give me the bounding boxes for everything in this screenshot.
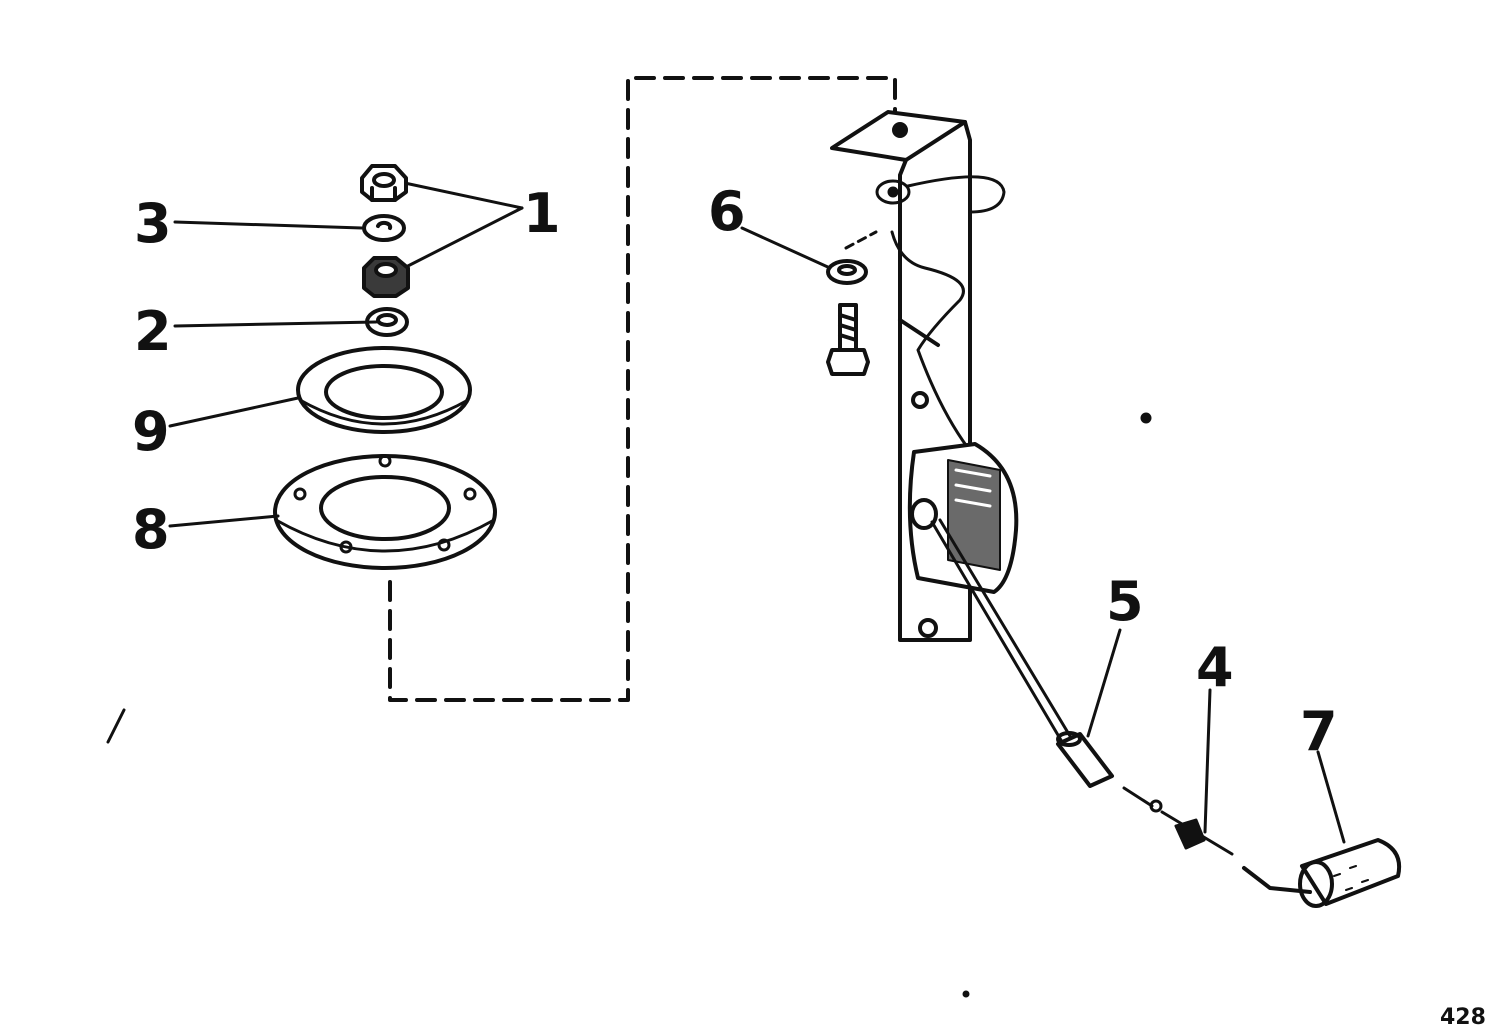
flat-washer	[365, 307, 409, 337]
lock-washer	[362, 214, 406, 242]
leader-3	[173, 220, 364, 230]
callout-1: 1	[523, 182, 561, 245]
plate-bolt-holes	[293, 454, 477, 554]
callout-5: 5	[1106, 570, 1144, 633]
scan-specks	[106, 412, 1152, 998]
figure-number: 428	[1440, 1005, 1486, 1029]
float-arm	[930, 518, 1078, 754]
screw-washer	[826, 259, 868, 285]
leader-7	[1316, 750, 1346, 844]
leader-1-bottom	[398, 206, 524, 272]
mounting-plate	[273, 454, 497, 570]
callout-3: 3	[134, 192, 172, 255]
callout-9: 9	[132, 400, 170, 463]
ground-wire	[875, 175, 1006, 450]
hex-nut-top	[360, 164, 408, 202]
hex-nut-bottom	[362, 256, 410, 298]
leader-2	[173, 320, 378, 328]
leader-8	[168, 514, 280, 528]
leader-5	[1086, 628, 1122, 738]
leader-1-top	[398, 180, 524, 210]
callout-8: 8	[132, 498, 170, 561]
sender-unit	[907, 442, 1019, 594]
leader-6	[740, 226, 832, 270]
callout-4: 4	[1196, 636, 1234, 699]
arm-retainer	[1122, 786, 1234, 856]
arm-sleeve	[1056, 731, 1114, 788]
callout-labels: 1 2 3 4 5 6 7 8 9	[132, 180, 1338, 763]
callout-6: 6	[708, 180, 746, 243]
assembly-dashed-line	[388, 76, 897, 702]
callout-7: 7	[1300, 700, 1338, 763]
mounting-screw	[826, 303, 870, 376]
float	[1242, 838, 1401, 908]
leader-6-dash	[844, 230, 878, 250]
sender-bracket	[830, 110, 972, 642]
gasket-ring	[296, 346, 472, 434]
leader-lines	[168, 180, 1346, 844]
callout-2: 2	[134, 300, 172, 363]
leader-4	[1203, 688, 1212, 834]
leader-9	[168, 396, 300, 428]
